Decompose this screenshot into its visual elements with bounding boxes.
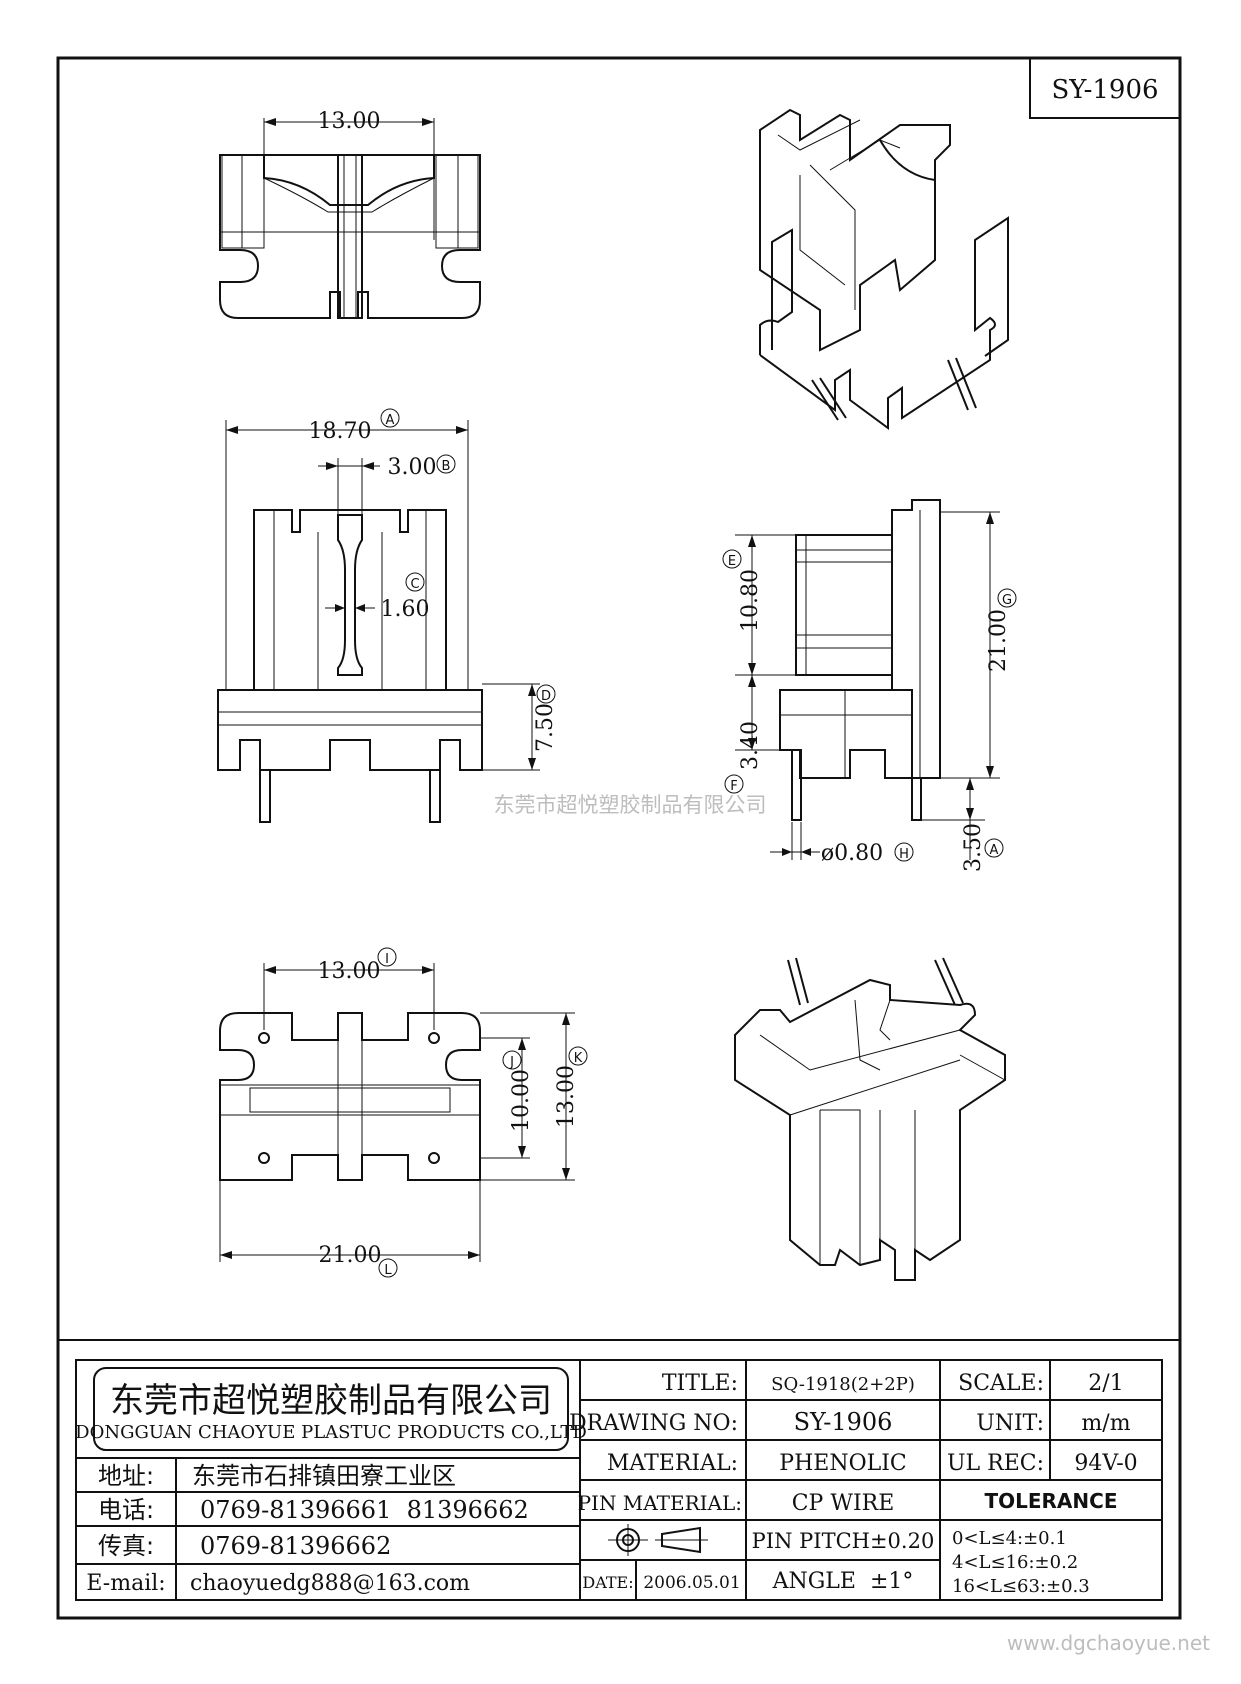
tolerance-label: TOLERANCE	[984, 1489, 1117, 1513]
email-label: E-mail:	[86, 1571, 165, 1596]
callout-F: F	[730, 779, 737, 794]
tolerance-row-1: 0<L≤4:±0.1	[952, 1528, 1067, 1549]
drawing-no-label: DRAWING NO:	[569, 1411, 738, 1436]
side-view: 10.80 E 3.40 F 21.00 G 3.50 A ø0.8	[722, 499, 1017, 872]
dim-front-A: 18.70	[309, 419, 372, 444]
unit-value: m/m	[1081, 1411, 1130, 1436]
material-value: PHENOLIC	[779, 1451, 906, 1476]
phone-label: 电话:	[98, 1496, 154, 1524]
watermark-company: 东莞市超悦塑胶制品有限公司	[494, 793, 767, 817]
dim-bottom-I: 13.00	[318, 959, 381, 984]
dim-side-G: 21.00	[986, 609, 1011, 672]
scale-value: 2/1	[1088, 1371, 1123, 1396]
iso-view-top	[759, 108, 1009, 430]
callout-K: K	[574, 1051, 583, 1066]
unit-label: UNIT:	[976, 1411, 1044, 1436]
pin-material-label: PIN MATERIAL:	[578, 1491, 742, 1515]
pin-pitch: PIN PITCH±0.20	[752, 1529, 935, 1553]
projection-symbol-icon	[608, 1524, 708, 1556]
dim-top-width: 13.00	[318, 109, 381, 134]
dim-front-D: 7.50	[533, 703, 558, 752]
fax-label: 传真:	[98, 1532, 154, 1560]
dim-front-B: 3.00	[388, 455, 437, 480]
dim-bottom-J: 10.00	[509, 1069, 534, 1132]
callout-G: G	[1002, 593, 1012, 608]
watermark-website: www.dgchaoyue.net	[1007, 1631, 1210, 1655]
dim-bottom-K: 13.00	[554, 1065, 579, 1128]
title-block: 东莞市超悦塑胶制品有限公司 DONGGUAN CHAOYUE PLASTUC P…	[75, 1359, 1163, 1601]
top-view: 13.00	[219, 109, 481, 319]
callout-A-front: A	[386, 413, 395, 428]
front-view: 18.70 A 3.00 B 1.60 C	[217, 408, 558, 823]
drawing-no-value: SY-1906	[794, 1408, 893, 1436]
tolerance-row-3: 16<L≤63:±0.3	[952, 1576, 1090, 1597]
date-value: 2006.05.01	[643, 1573, 740, 1593]
sheet-border	[56, 56, 1182, 1620]
dim-side-F: 3.40	[738, 721, 763, 770]
title-label: TITLE:	[662, 1371, 738, 1396]
callout-D: D	[541, 689, 551, 704]
dim-side-A: 3.50	[961, 823, 986, 872]
ul-rec-label: UL REC:	[947, 1451, 1044, 1476]
company-name-en: DONGGUAN CHAOYUE PLASTUC PRODUCTS CO.,LT…	[75, 1422, 587, 1443]
iso-view-bottom	[734, 957, 1006, 1281]
bottom-view: 13.00 I 10.00 J 13.00 K	[219, 947, 588, 1278]
company-name-cn: 东莞市超悦塑胶制品有限公司	[110, 1381, 552, 1421]
callout-I: I	[385, 952, 389, 967]
scale-label: SCALE:	[958, 1371, 1044, 1396]
date-label: DATE:	[582, 1573, 633, 1592]
email-value: chaoyuedg888@163.com	[190, 1571, 470, 1596]
address-value: 东莞市石排镇田寮工业区	[192, 1462, 456, 1490]
dim-side-H: ø0.80	[821, 841, 883, 866]
phone-value: 0769-81396661 81396662	[200, 1496, 529, 1524]
drawing-code-text: SY-1906	[1051, 75, 1158, 105]
callout-A-side: A	[990, 843, 999, 858]
angle-tolerance: ANGLE ±1°	[772, 1569, 914, 1594]
tolerance-row-2: 4<L≤16:±0.2	[952, 1552, 1078, 1573]
callout-H: H	[899, 847, 909, 862]
title-value: SQ-1918(2+2P)	[771, 1374, 915, 1395]
callout-C: C	[410, 577, 419, 592]
callout-L: L	[384, 1263, 392, 1278]
dim-front-C: 1.60	[381, 597, 430, 622]
address-label: 地址:	[98, 1462, 154, 1490]
fax-value: 0769-81396662	[200, 1532, 391, 1560]
callout-J: J	[509, 1055, 514, 1070]
callout-B: B	[442, 459, 451, 474]
ul-rec-value: 94V-0	[1074, 1451, 1137, 1476]
drawing-code-box: SY-1906	[1029, 57, 1181, 119]
dim-side-E: 10.80	[738, 569, 763, 632]
callout-E: E	[728, 554, 736, 569]
pin-material-value: CP WIRE	[792, 1491, 895, 1516]
dim-bottom-L: 21.00	[319, 1243, 382, 1268]
material-label: MATERIAL:	[607, 1451, 738, 1476]
